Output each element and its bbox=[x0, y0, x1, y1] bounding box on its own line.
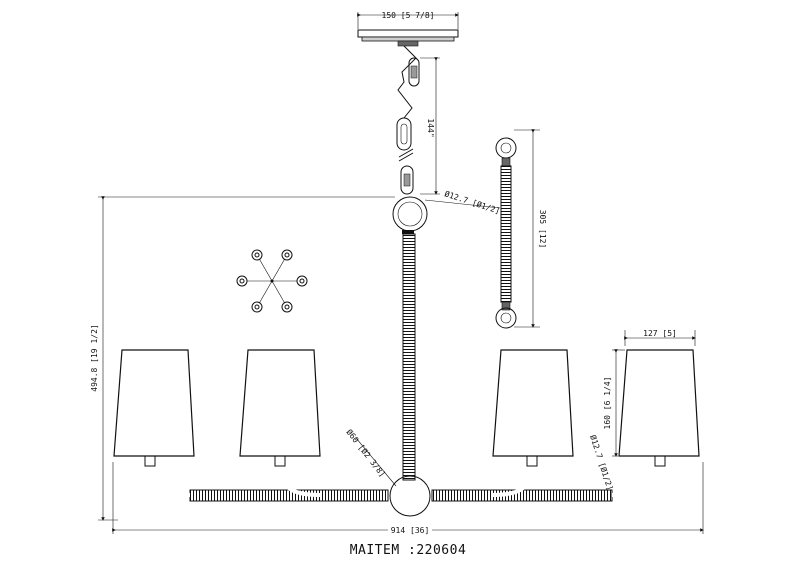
shade-3 bbox=[492, 349, 574, 457]
chain: 144" Ø12.7 [Ø1/2] bbox=[392, 45, 501, 232]
hub-diameter-label: Ø60 [Ø2 3/8] bbox=[344, 427, 387, 479]
extension-rod-length-label: 305 [12] bbox=[538, 210, 547, 249]
canopy-width-label: 150 [5 7/8] bbox=[382, 11, 435, 20]
canopy: 150 [5 7/8] bbox=[357, 11, 459, 47]
extension-rod: 305 [12] bbox=[495, 129, 547, 329]
shade-4 bbox=[618, 349, 700, 457]
item-caption: MAITEM :220604 bbox=[350, 543, 467, 558]
chain-length-label: 144" bbox=[426, 118, 435, 137]
center-rod bbox=[389, 230, 431, 517]
shade-width-label: 127 [5] bbox=[643, 329, 677, 338]
shade-2 bbox=[239, 349, 321, 457]
overall-height-label: 494.8 [19 1/2] bbox=[90, 324, 99, 391]
rod-diameter-label: Ø12.7 [Ø1/2] bbox=[443, 188, 501, 215]
shade-1 bbox=[113, 349, 195, 457]
hub-dimension: Ø60 [Ø2 3/8] bbox=[344, 427, 397, 487]
overall-height-dimension: 494.8 [19 1/2] bbox=[90, 196, 395, 521]
top-view-arms bbox=[236, 249, 308, 313]
arm-diameter-label: Ø12.7 [Ø1/2] bbox=[588, 434, 615, 492]
overall-width-dimension: 914 [36] bbox=[112, 462, 704, 535]
shade-height-label: 160 [6 1/4] bbox=[603, 377, 612, 430]
overall-width-label: 914 [36] bbox=[391, 526, 430, 535]
